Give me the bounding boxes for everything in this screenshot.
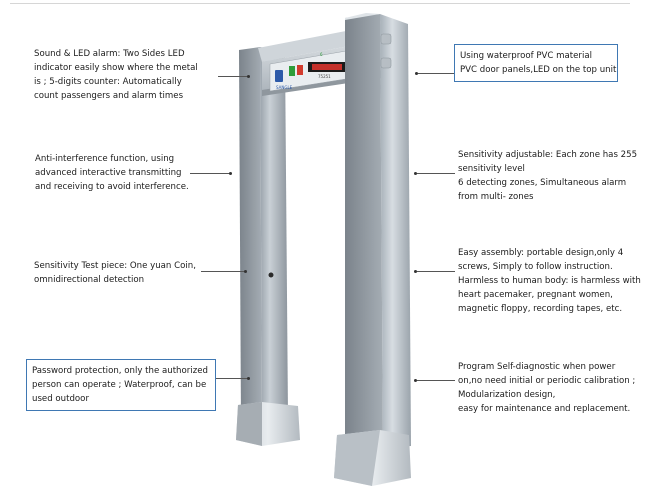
top-knob-2-icon bbox=[380, 57, 392, 69]
annotation-password: Password protection, only the authorized… bbox=[26, 359, 216, 411]
connector-sensitivity-test bbox=[201, 271, 245, 272]
led-green-indicator bbox=[289, 66, 295, 76]
connector-diagnostic bbox=[417, 380, 455, 381]
connector-dot-icon bbox=[247, 377, 250, 380]
connector-password bbox=[216, 378, 248, 379]
annotation-sensitivity-test: Sensitivity Test piece: One yuan Coin, o… bbox=[34, 261, 196, 285]
connector-anti-interference bbox=[190, 173, 230, 174]
connector-dot-icon bbox=[415, 72, 418, 75]
panel-label-right: 75251 bbox=[318, 74, 331, 79]
connector-dot-icon bbox=[414, 379, 417, 382]
connector-sound-led bbox=[218, 76, 248, 77]
connector-dot-icon bbox=[247, 75, 250, 78]
top-divider bbox=[10, 3, 630, 4]
led-red-indicator bbox=[297, 65, 303, 75]
panel-label-left: SANGLE bbox=[276, 85, 293, 90]
right-pillar-front bbox=[380, 14, 411, 448]
panel-label-center: 6 bbox=[320, 52, 323, 57]
annotation-diagnostic: Program Self-diagnostic when power on,no… bbox=[458, 362, 636, 414]
top-knob-1-icon bbox=[380, 33, 392, 45]
connector-dot-icon bbox=[229, 172, 232, 175]
connector-dot-icon bbox=[414, 172, 417, 175]
test-piece-slot-icon bbox=[268, 272, 274, 278]
right-pillar-side bbox=[345, 14, 383, 455]
connector-dot-icon bbox=[414, 270, 417, 273]
left-pillar-side bbox=[239, 47, 262, 425]
connector-assembly bbox=[417, 271, 455, 272]
brand-logo-icon bbox=[275, 70, 283, 82]
connector-sensitivity bbox=[417, 173, 455, 174]
connector-pvc bbox=[418, 73, 454, 74]
annotation-assembly: Easy assembly: portable design,only 4 sc… bbox=[458, 248, 641, 314]
annotation-sensitivity: Sensitivity adjustable: Each zone has 25… bbox=[458, 150, 638, 202]
annotation-pvc: Using waterproof PVC material PVC door p… bbox=[454, 44, 618, 82]
left-pillar-front bbox=[260, 47, 288, 420]
annotation-anti-interference: Anti-interference function, using advanc… bbox=[35, 154, 189, 192]
annotation-sound-led: Sound & LED alarm: Two Sides LED indicat… bbox=[34, 49, 198, 101]
connector-dot-icon bbox=[244, 270, 247, 273]
